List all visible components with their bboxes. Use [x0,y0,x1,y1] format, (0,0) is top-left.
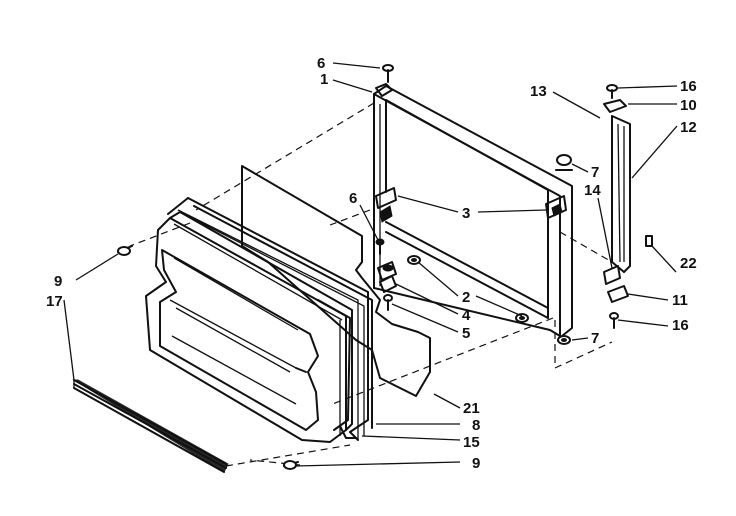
callout-7-bottom: 7 [591,330,599,347]
callout-6-top: 6 [317,55,325,72]
handle-spacer-14 [603,265,621,285]
callout-15: 15 [463,434,480,451]
callout-11: 11 [672,292,688,309]
screw-6-mid [375,238,385,255]
cap-7-bottom [557,335,571,345]
callout-6-mid: 6 [349,190,357,207]
door-gasket-frame [167,197,373,441]
callout-5: 5 [462,325,470,342]
rear-insulation-panel [241,165,431,397]
hinge-bracket-right [545,195,567,219]
door-handle [611,115,631,273]
screw-6-top [382,64,394,83]
callout-16-bottom: 16 [672,317,689,334]
handle-screw-16-bottom [609,312,619,329]
callout-9-lower: 9 [472,455,480,472]
callout-8: 8 [472,417,480,434]
door-outer-shell [145,211,357,443]
callout-12: 12 [680,119,697,136]
callout-22: 22 [680,255,697,272]
callout-17: 17 [46,293,63,310]
handle-cap-11 [607,285,629,303]
callout-16-top: 16 [680,78,697,95]
screw-9-upper [117,245,133,256]
callout-7-top: 7 [591,164,599,181]
assembly-guide-lines [129,102,613,467]
callout-2: 2 [462,289,470,306]
callout-10: 10 [680,97,697,114]
handle-screw-16-top [606,84,618,99]
screw-9-lower [283,460,299,470]
callout-1: 1 [320,71,328,88]
callout-labels: 6 1 13 16 10 12 7 14 6 3 22 9 17 2 11 4 … [46,55,697,472]
bottom-trim-strip [72,379,229,473]
handle-cap-10 [603,99,627,113]
callout-21: 21 [463,400,480,417]
callout-3: 3 [462,205,470,222]
leader-lines [63,62,678,467]
hinge-bracket-left [375,187,397,223]
hinge-hardware-2-4-5 [377,255,529,323]
cap-7-top [555,154,573,171]
callout-9-upper: 9 [54,273,62,290]
callout-4: 4 [462,307,471,324]
callout-13: 13 [530,83,547,100]
callout-14: 14 [584,182,601,199]
handle-clip-22 [645,235,653,247]
